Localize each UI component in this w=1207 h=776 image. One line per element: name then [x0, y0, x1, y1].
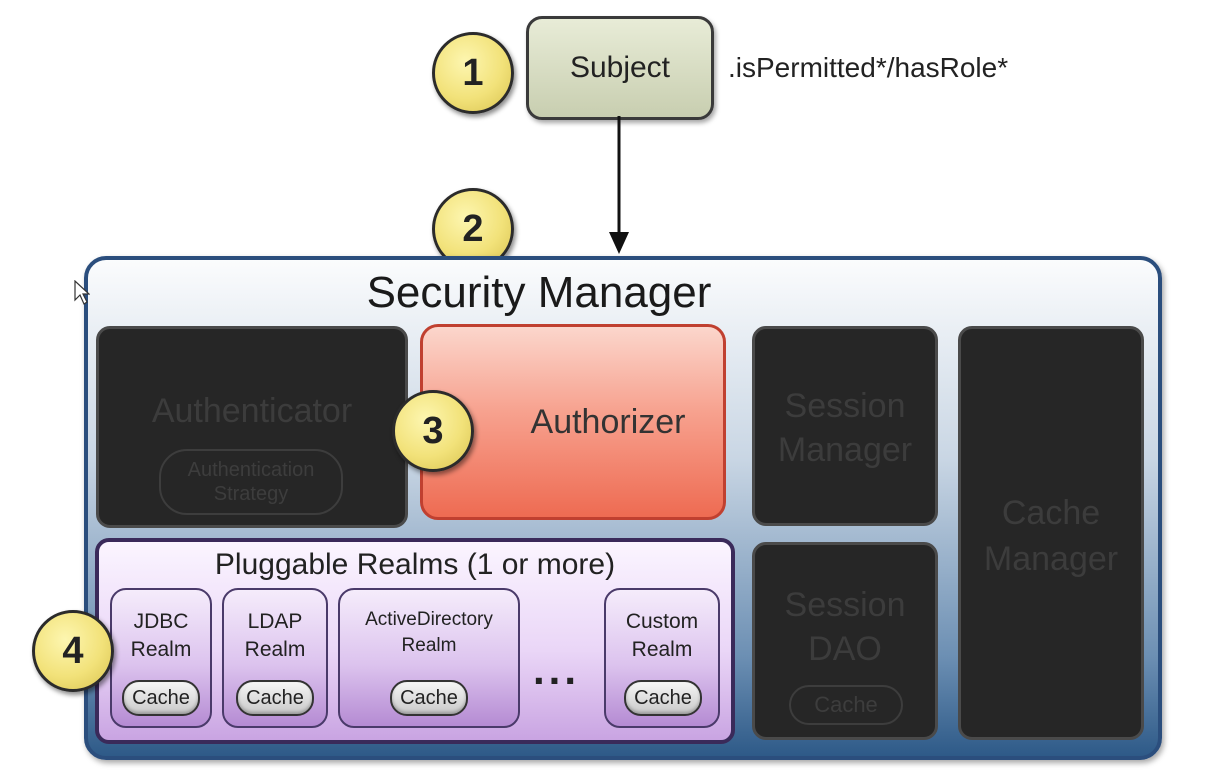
- cache-manager-line1: Cache: [1001, 494, 1101, 532]
- realm-custom: Custom Realm Cache: [604, 588, 720, 728]
- realm-active-directory-cache: Cache: [390, 680, 468, 716]
- realm-active-directory: ActiveDirectory Realm Cache: [338, 588, 520, 728]
- realm-ldap-line1: LDAP: [247, 610, 303, 633]
- cache-manager-box: Cache Manager: [958, 326, 1144, 740]
- session-manager-line1: Session: [784, 387, 906, 425]
- realm-ldap-cache: Cache: [236, 680, 314, 716]
- realm-ldap: LDAP Realm Cache: [222, 588, 328, 728]
- realm-jdbc-cache: Cache: [122, 680, 200, 716]
- subject-method-call: .isPermitted*/hasRole*: [728, 52, 1009, 83]
- realm-jdbc-line1: JDBC: [133, 610, 189, 633]
- cache-manager-line2: Manager: [983, 540, 1119, 578]
- realm-ldap-line2: Realm: [244, 638, 306, 661]
- security-manager-title: Security Manager: [366, 268, 712, 317]
- step-1-badge: 1: [432, 32, 514, 114]
- step-4-badge: 4: [32, 610, 114, 692]
- authenticator-box: Authenticator Authentication Strategy: [96, 326, 408, 528]
- session-dao-box: Session DAO Cache: [752, 542, 938, 740]
- authenticator-label: Authenticator: [151, 392, 353, 430]
- session-dao-cache-pill: Cache: [789, 685, 903, 725]
- authentication-strategy-pill: Authentication Strategy: [159, 449, 343, 515]
- realm-custom-cache: Cache: [624, 680, 702, 716]
- authentication-strategy-line2: Strategy: [213, 483, 289, 505]
- session-manager-line2: Manager: [777, 431, 913, 469]
- mouse-cursor-icon: [74, 280, 90, 305]
- step-3-badge: 3: [392, 390, 474, 472]
- realm-active-directory-line1: ActiveDirectory: [365, 609, 493, 630]
- realm-active-directory-line2: Realm: [401, 635, 457, 656]
- realm-jdbc: JDBC Realm Cache: [110, 588, 212, 728]
- realm-custom-line2: Realm: [631, 638, 693, 661]
- more-realms-ellipsis: ...: [533, 646, 581, 693]
- session-dao-line1: Session: [784, 586, 906, 624]
- realm-jdbc-line2: Realm: [130, 638, 192, 661]
- session-dao-line2: DAO: [808, 630, 882, 668]
- realm-custom-line1: Custom: [625, 610, 699, 633]
- pluggable-realms-title: Pluggable Realms (1 or more): [214, 548, 616, 581]
- authentication-strategy-line1: Authentication: [187, 459, 315, 481]
- session-manager-box: Session Manager: [752, 326, 938, 526]
